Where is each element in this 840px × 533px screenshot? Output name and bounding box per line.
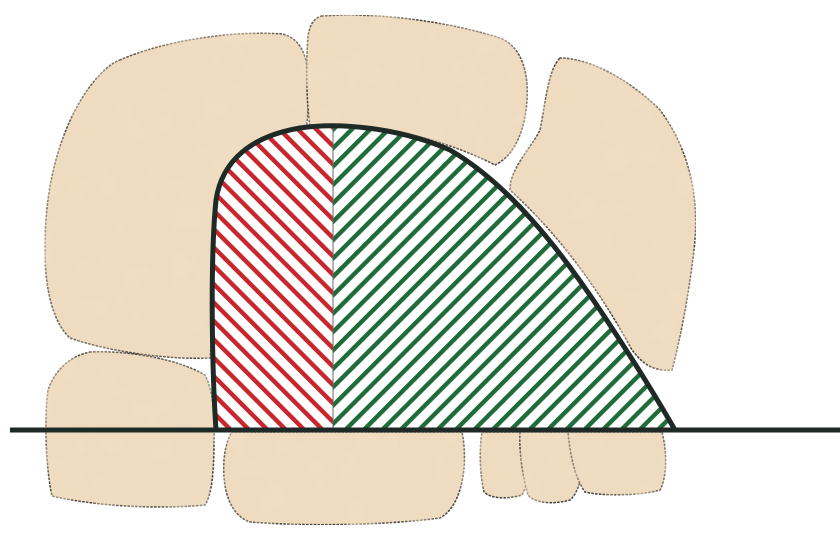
stone-bottom-center <box>224 432 465 525</box>
stone-bottom-right-3 <box>568 432 666 495</box>
